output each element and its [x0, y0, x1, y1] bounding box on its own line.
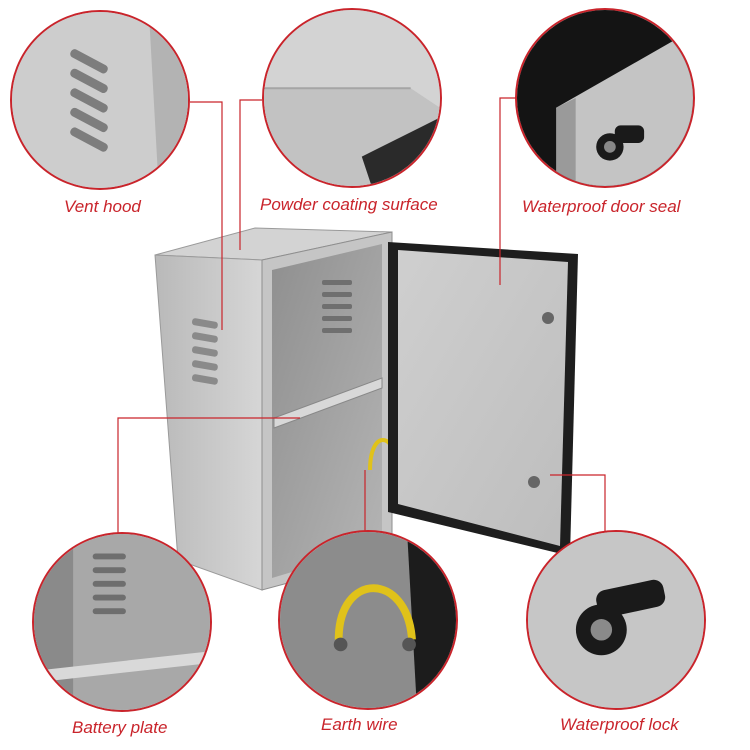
door-panel: [398, 250, 568, 546]
battery-plate-label: Battery plate: [72, 718, 168, 737]
door-seal-label: Waterproof door seal: [522, 197, 681, 216]
door-seal-closeup: [515, 8, 695, 188]
interior-vents: [322, 280, 352, 333]
door-lock-top: [542, 312, 554, 324]
powder-coating-closeup: [262, 8, 442, 188]
earth-wire-closeup: [278, 530, 458, 710]
powder-coating-label: Powder coating surface: [260, 195, 438, 214]
waterproof-lock-label: Waterproof lock: [560, 715, 679, 734]
waterproof-lock-closeup: [526, 530, 706, 710]
earth-wire-label: Earth wire: [321, 715, 398, 734]
battery-plate-closeup: [32, 532, 212, 712]
vent-hood-closeup: [10, 10, 190, 190]
door-lock-bottom: [528, 476, 540, 488]
vent-hood-label: Vent hood: [64, 197, 141, 216]
enclosure-side: [154, 254, 263, 591]
